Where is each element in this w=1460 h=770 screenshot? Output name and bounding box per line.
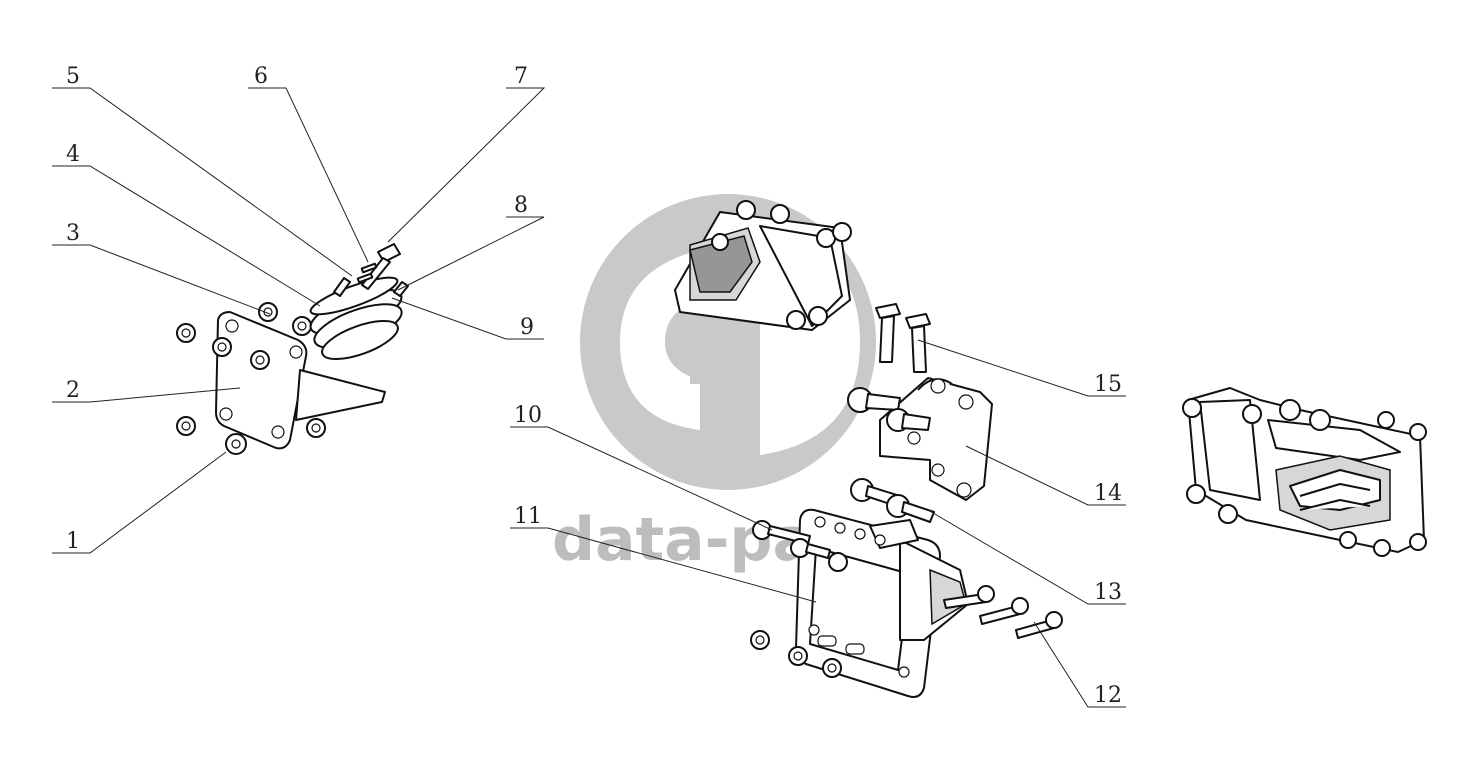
top-mount-assembly: [674, 200, 852, 331]
callout-15: 15: [1094, 372, 1122, 397]
callout-2: 2: [66, 378, 80, 403]
callout-11: 11: [514, 504, 542, 529]
callout-5: 5: [66, 64, 80, 89]
watermark-text: data-pa: [552, 505, 813, 575]
leader-lines: [52, 87, 1126, 708]
callout-10: 10: [514, 403, 542, 428]
callout-12: 12: [1094, 683, 1122, 708]
callout-7: 7: [514, 64, 528, 89]
left-bracket-assembly: [176, 243, 409, 455]
callout-9: 9: [520, 315, 534, 340]
callout-1: 1: [66, 529, 80, 554]
assembled-mount: [1182, 387, 1427, 557]
bracket-11: [750, 508, 1063, 698]
callout-6: 6: [254, 64, 268, 89]
callout-labels: 1 2 3 4 5 6 7 8 9 10 11 12 13 14 15: [66, 64, 1122, 708]
bracket-14: [847, 303, 993, 523]
callout-3: 3: [66, 221, 80, 246]
callout-13: 13: [1094, 580, 1122, 605]
nut-group: [176, 302, 352, 455]
callout-4: 4: [66, 142, 80, 167]
callout-8: 8: [514, 193, 528, 218]
callout-14: 14: [1094, 481, 1122, 506]
